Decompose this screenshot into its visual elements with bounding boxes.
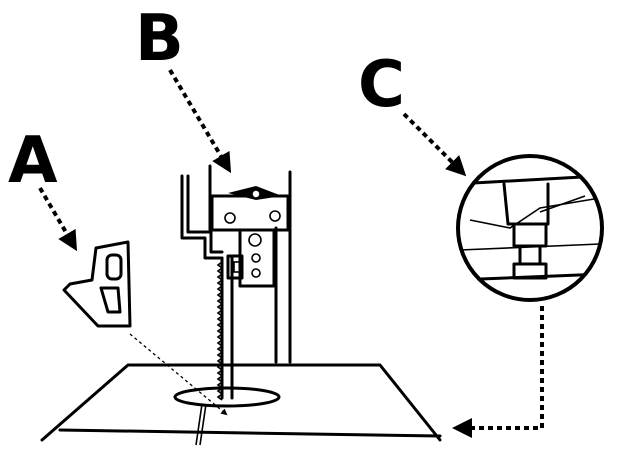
label-b: B bbox=[135, 2, 184, 76]
saw-table bbox=[42, 365, 440, 445]
label-c: C bbox=[358, 48, 405, 122]
part-c-detail bbox=[455, 156, 605, 300]
arrow-b bbox=[170, 70, 228, 168]
arrow-c-to-table bbox=[458, 306, 542, 428]
label-a: A bbox=[8, 124, 58, 198]
arrow-c bbox=[404, 114, 462, 172]
saw-frame bbox=[182, 166, 290, 362]
